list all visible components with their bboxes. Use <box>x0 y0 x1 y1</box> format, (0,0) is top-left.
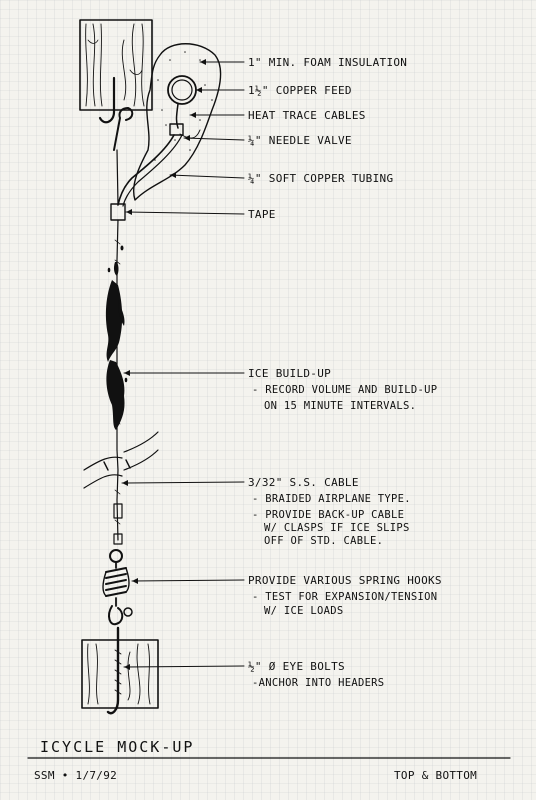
label-eye-bolts: ½" Ø EYE BOLTS <box>248 660 345 673</box>
leader-lines <box>121 61 245 668</box>
leader-arrowheads <box>122 59 206 670</box>
note-cable-braided: - BRAIDED AIRPLANE TYPE. <box>252 493 411 505</box>
label-spring-hooks: PROVIDE VARIOUS SPRING HOOKS <box>248 574 442 587</box>
note-cable-backup: - PROVIDE BACK-UP CABLE <box>252 509 404 521</box>
note-spring-loads: W/ ICE LOADS <box>264 605 343 617</box>
spring-hook <box>102 549 133 626</box>
label-heat-trace-cables: HEAT TRACE CABLES <box>248 109 366 122</box>
bottom-wood-header <box>81 639 159 709</box>
drawing-title: ICYCLE MOCK-UP <box>40 738 194 756</box>
author-date: SSM • 1/7/92 <box>34 769 117 782</box>
label-ss-cable: 3/32" S.S. CABLE <box>248 476 359 489</box>
label-ice-buildup: ICE BUILD-UP <box>248 367 331 380</box>
main-cable <box>116 149 119 541</box>
water-drops <box>107 245 128 383</box>
view-label: TOP & BOTTOM <box>394 769 477 782</box>
note-ice-interval: ON 15 MINUTE INTERVALS. <box>264 400 416 412</box>
note-cable-clasps: W/ CLASPS IF ICE SLIPS <box>264 522 410 534</box>
note-ice-record: - RECORD VOLUME AND BUILD-UP <box>252 384 437 396</box>
eye-bolt <box>106 626 122 715</box>
note-spring-test: - TEST FOR EXPANSION/TENSION <box>252 591 437 603</box>
cable-clasps <box>113 503 123 545</box>
label-foam-insulation: 1" MIN. FOAM INSULATION <box>248 56 407 69</box>
top-hook <box>98 76 134 151</box>
note-anchor-headers: -ANCHOR INTO HEADERS <box>252 677 384 689</box>
foam-insulation <box>133 43 222 201</box>
label-soft-copper-tubing: ¼" SOFT COPPER TUBING <box>248 172 393 185</box>
note-cable-slip: OFF OF STD. CABLE. <box>264 535 383 547</box>
label-tape: TAPE <box>248 208 276 221</box>
needle-valve <box>169 123 184 136</box>
label-copper-feed: 1½" COPPER FEED <box>248 84 352 97</box>
heat-trace-and-tubing <box>117 103 201 207</box>
top-wood-header <box>79 19 153 111</box>
label-needle-valve: ¼" NEEDLE VALVE <box>248 134 352 147</box>
break-line <box>83 431 159 489</box>
ice-buildup <box>105 262 125 430</box>
